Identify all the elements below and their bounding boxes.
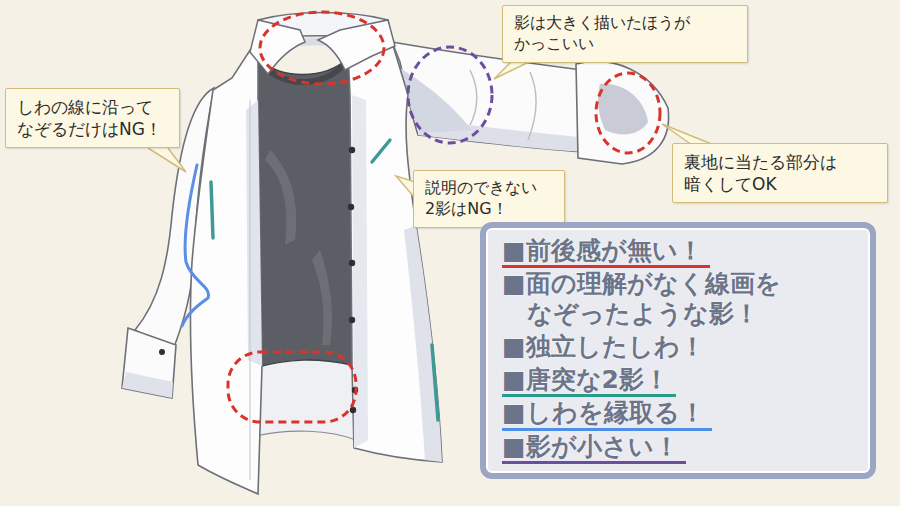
arm-wrinkle [470, 70, 536, 140]
shirt-back-inside [250, 355, 356, 440]
checklist-item: ■唐突な2影！ [502, 365, 676, 397]
bad-shadow-mark [372, 140, 390, 162]
callout-text: 影は大きく描いたほうが かっこいい [514, 13, 736, 55]
button [349, 260, 355, 266]
dashed-mark [260, 12, 384, 84]
left-front [190, 38, 262, 494]
bad-shadow-mark [211, 140, 438, 420]
wrinkle-outline-mark [182, 165, 209, 326]
left-cuff [122, 328, 176, 398]
callout-text: 裏地に当たる部分は 暗くしてOK [684, 151, 876, 195]
tshirt-fold [312, 250, 332, 345]
callout-box: しわの線に沿って なぞるだけはNG！ [5, 88, 180, 148]
callout-box: 説明のできない 2影はNG！ [413, 170, 565, 228]
checklist-item: ■しわを縁取る！ [502, 398, 712, 430]
checklist-item: ■面の理解がなく線画を なぞったような影！ [502, 269, 854, 331]
button [348, 204, 354, 210]
right-side-shade [404, 225, 442, 462]
dashed-mark [228, 352, 356, 422]
button [159, 349, 165, 355]
callout-text: しわの線に沿って なぞるだけはNG！ [17, 96, 168, 140]
tshirt [254, 58, 352, 368]
callout-tail [148, 148, 186, 172]
right-cuff [576, 61, 669, 164]
button [350, 407, 356, 413]
left-front-shade [246, 100, 262, 366]
right-front [347, 30, 442, 462]
button [349, 317, 355, 323]
left-cuff-shade [122, 372, 173, 398]
bad-shadow-mark [432, 345, 438, 420]
checklist-item: ■独立したしわ！ [502, 332, 712, 364]
bad-shadow-mark [211, 182, 213, 238]
callout-tail [662, 124, 714, 145]
button [349, 147, 355, 153]
callout-box: 裏地に当たる部分は 暗くしてOK [672, 143, 888, 203]
checklist-item: ■影が小さい！ [502, 432, 686, 464]
dashed-mark [408, 47, 492, 143]
checklist-panel: ■前後感が無い！■面の理解がなく線画を なぞったような影！■独立したしわ！■唐突… [480, 222, 876, 479]
button [159, 147, 358, 413]
cuff-lining [598, 84, 648, 135]
callout-box: 影は大きく描いたほうが かっこいい [502, 5, 748, 63]
collar-right [318, 20, 395, 70]
checklist-item: ■前後感が無い！ [502, 236, 710, 268]
dashed-mark [596, 73, 660, 153]
callout-text: 説明のできない 2影はNG！ [425, 178, 553, 220]
placket-line [249, 100, 250, 480]
collar-left [250, 20, 305, 74]
tshirt-fold [265, 150, 296, 245]
